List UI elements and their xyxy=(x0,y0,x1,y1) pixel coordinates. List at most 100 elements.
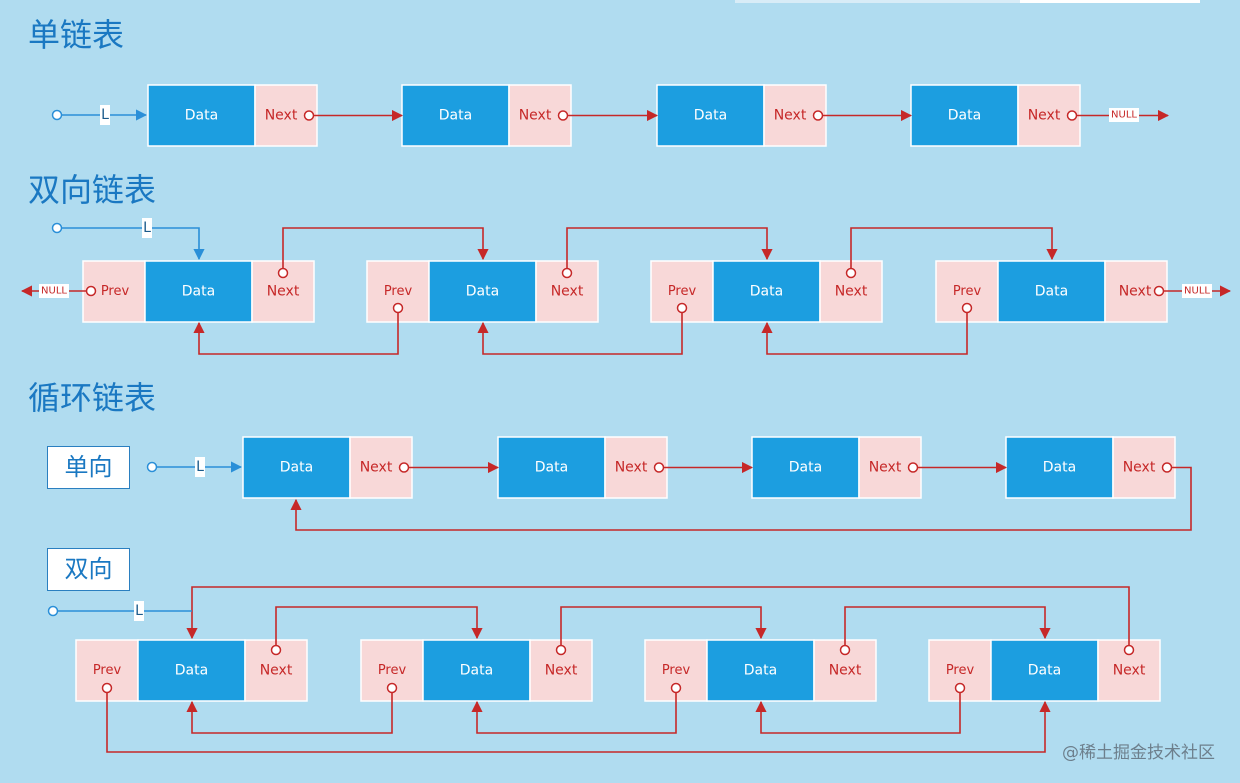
circ2-node-3-next-label: Next xyxy=(829,663,862,679)
circ1-node-1-next-dot xyxy=(398,462,410,473)
circ2-prev-arrow-3 xyxy=(471,688,677,734)
circ2-head-label-bg xyxy=(134,601,144,621)
circ2-node-1-next-label: Next xyxy=(260,663,293,679)
doubly-node-4-next-label: Next xyxy=(1119,284,1152,300)
doubly-prev-arrow-4 xyxy=(761,308,968,355)
circ2-node-4-prev-label: Prev xyxy=(946,663,975,678)
circ2-node-1-data-cell xyxy=(137,639,246,702)
circ1-node-4-next-label: Next xyxy=(1123,460,1156,476)
singly-node-1-data-cell xyxy=(147,84,256,147)
circ1-node-2-next-dot xyxy=(653,462,665,473)
circ1-node-1-data-label: Data xyxy=(280,460,313,476)
singly-null-label-bg xyxy=(1109,108,1139,122)
top-edge-bar xyxy=(735,0,1200,3)
heading-singly-linked-list: 单链表 xyxy=(28,16,125,54)
circ2-node-2-prev-label: Prev xyxy=(378,663,407,678)
heading-circular-linked-list: 循环链表 xyxy=(28,379,157,417)
doubly-node-1-prev-label: Prev xyxy=(101,284,130,299)
doubly-node-4-data-cell xyxy=(997,260,1106,323)
doubly-node-3-next-label: Next xyxy=(835,284,868,300)
doubly-next-arrow-1 xyxy=(282,227,489,273)
singly-node-1-data-label: Data xyxy=(185,108,218,124)
circ2-node-4-data-cell xyxy=(990,639,1099,702)
doubly-head-dot xyxy=(51,222,63,234)
singly-node-1-next-dot xyxy=(303,110,315,121)
heading-doubly-linked-list: 双向链表 xyxy=(28,171,157,209)
circ2-next-arrow-2 xyxy=(560,606,767,650)
singly-head-label-bg xyxy=(100,105,110,125)
doubly-node-3-prev-label: Prev xyxy=(668,284,697,299)
circ2-node-2-data-cell xyxy=(422,639,531,702)
circ1-node-3-next-dot xyxy=(907,462,919,473)
doubly-node-3-next-dot xyxy=(845,267,857,279)
singly-node-2-data-label: Data xyxy=(439,108,472,124)
circ2-node-2-data-label: Data xyxy=(460,663,493,679)
circ2-node-3-data-label: Data xyxy=(744,663,777,679)
circ2-head-label: L xyxy=(135,603,143,619)
doubly-node-2-prev-label: Prev xyxy=(384,284,413,299)
circ2-wrap-next-arrow xyxy=(186,586,1130,650)
doubly-node-2-prev-dot xyxy=(392,302,404,314)
circ2-prev-arrow-2 xyxy=(186,688,393,734)
doubly-prev-arrow-2 xyxy=(193,308,399,355)
circ2-node-4-prev-dot xyxy=(954,682,966,694)
doubly-prev-arrow-3 xyxy=(477,308,683,355)
singly-node-4-data-label: Data xyxy=(948,108,981,124)
circ1-node-4-data-label: Data xyxy=(1043,460,1076,476)
circ2-node-3-next-dot xyxy=(839,644,851,656)
circ2-node-1-next-dot xyxy=(270,644,282,656)
circ1-node-3-next-label: Next xyxy=(869,460,902,476)
singly-node-2-next-dot xyxy=(557,110,569,121)
singly-null-label: NULL xyxy=(1111,110,1137,121)
doubly-head-label-bg xyxy=(142,218,152,238)
doubly-node-1-next-dot xyxy=(277,267,289,279)
doubly-next-arrow-3 xyxy=(850,227,1058,273)
circ2-node-1-prev-cell xyxy=(75,639,139,702)
doubly-node-1-data-cell xyxy=(144,260,253,323)
watermark: @稀土掘金技术社区 xyxy=(1062,743,1215,763)
doubly-next-arrow-2 xyxy=(566,227,773,273)
singly-node-3-data-label: Data xyxy=(694,108,727,124)
doubly-node-4-next-dot xyxy=(1153,285,1165,297)
circ2-node-1-data-label: Data xyxy=(175,663,208,679)
doubly-node-1-data-label: Data xyxy=(182,284,215,300)
doubly-node-1-prev-dot xyxy=(85,285,97,297)
doubly-node-4-prev-label: Prev xyxy=(953,284,982,299)
singly-head-label: L xyxy=(101,107,109,123)
circ2-wrap-prev-arrow xyxy=(106,688,1051,753)
doubly-left-null-label-bg xyxy=(39,284,69,298)
circ2-node-3-prev-dot xyxy=(670,682,682,694)
circ1-head-label: L xyxy=(196,459,204,475)
circ1-node-1-data-cell xyxy=(242,436,351,499)
circ1-node-2-next-label: Next xyxy=(615,460,648,476)
circ2-node-1-prev-label: Prev xyxy=(93,663,122,678)
circ2-node-4-next-label: Next xyxy=(1113,663,1146,679)
doubly-node-1-next-label: Next xyxy=(267,284,300,300)
doubly-node-2-next-dot xyxy=(561,267,573,279)
circ1-node-4-next-dot xyxy=(1161,462,1173,473)
circ2-node-4-next-dot xyxy=(1123,644,1135,656)
circ1-node-3-data-label: Data xyxy=(789,460,822,476)
singly-node-4-data-cell xyxy=(910,84,1019,147)
pointer-arrows xyxy=(20,109,1232,753)
pointer-dots xyxy=(47,109,1173,694)
circ1-node-1-next-cell xyxy=(349,436,413,499)
circ2-node-2-next-dot xyxy=(555,644,567,656)
singly-node-4-next-label: Next xyxy=(1028,108,1061,124)
doubly-node-2-next-label: Next xyxy=(551,284,584,300)
singly-node-1-next-label: Next xyxy=(265,108,298,124)
circ2-head-dot xyxy=(47,605,59,617)
doubly-node-3-data-label: Data xyxy=(750,284,783,300)
singly-node-3-next-label: Next xyxy=(774,108,807,124)
singly-head-dot xyxy=(51,109,63,121)
doubly-right-null-label: NULL xyxy=(1184,286,1210,297)
doubly-head-label: L xyxy=(143,220,151,236)
doubly-node-3-prev-dot xyxy=(676,302,688,314)
tag-one-way: 单向 xyxy=(47,446,130,489)
circ2-node-4-data-label: Data xyxy=(1028,663,1061,679)
circ1-head-dot xyxy=(146,461,158,473)
singly-node-2-next-label: Next xyxy=(519,108,552,124)
circ1-node-2-data-label: Data xyxy=(535,460,568,476)
circ2-prev-arrow-4 xyxy=(755,688,961,734)
